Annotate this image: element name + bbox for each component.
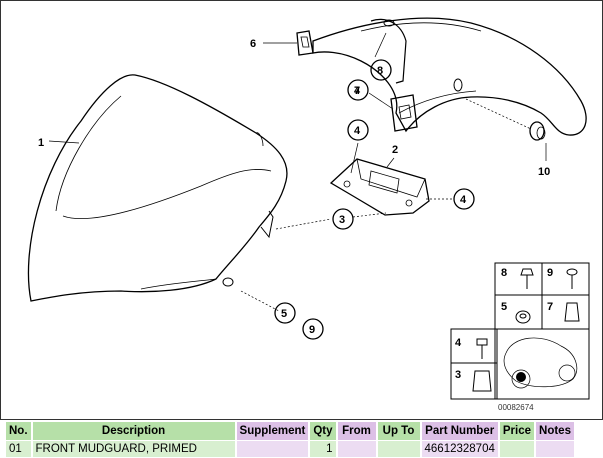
- cell-price: [499, 441, 535, 457]
- cell-qty: 1: [310, 441, 336, 457]
- diagram-reference-code: 00082674: [498, 403, 534, 412]
- header-part-number: Part Number: [421, 422, 498, 440]
- cell-description: FRONT MUDGUARD, PRIMED: [32, 441, 235, 457]
- hardware-inset: [450, 262, 590, 400]
- mudguard-bracket-2: [329, 158, 430, 216]
- callout-10: 10: [538, 166, 550, 178]
- callout-4a: 4: [354, 125, 361, 137]
- callout-9: 9: [309, 324, 315, 336]
- header-up-to: Up To: [377, 422, 420, 440]
- inset-label-8: 8: [501, 267, 507, 279]
- header-qty: Qty: [310, 422, 336, 440]
- callout-4b: 4: [460, 194, 467, 206]
- cell-notes: [536, 441, 574, 457]
- cell-part-number: 46612328704: [421, 441, 498, 457]
- table-row: 01 FRONT MUDGUARD, PRIMED 1 46612328704: [6, 441, 574, 457]
- front-mudguard-shell: [27, 74, 288, 302]
- callout-2: 2: [392, 144, 398, 156]
- callout-3: 3: [339, 214, 345, 226]
- inset-label-3: 3: [455, 369, 461, 381]
- callout-5: 5: [281, 308, 287, 320]
- cell-no: 01: [6, 441, 31, 457]
- parts-table: No. Description Supplement Qty From Up T…: [4, 421, 576, 458]
- header-price: Price: [499, 422, 535, 440]
- grommet-10: [529, 121, 546, 141]
- cell-up-to: [377, 441, 420, 457]
- cell-supplement: [236, 441, 309, 457]
- inset-label-7: 7: [547, 301, 553, 313]
- inset-label-4: 4: [455, 337, 462, 349]
- callout-1: 1: [38, 137, 44, 149]
- table-header-row: No. Description Supplement Qty From Up T…: [6, 422, 574, 440]
- cell-from: [337, 441, 376, 457]
- header-no: No.: [6, 422, 31, 440]
- mount-bracket-7: [390, 94, 418, 132]
- rear-mudguard: [312, 17, 587, 136]
- mount-bracket-6: [296, 18, 407, 84]
- parts-diagram: 1 2 3 4 4 4 5 6 7 8 9 10 8 9: [0, 0, 603, 420]
- inset-label-5: 5: [501, 301, 507, 313]
- header-supplement: Supplement: [236, 422, 309, 440]
- header-from: From: [337, 422, 376, 440]
- callout-6: 6: [250, 38, 256, 50]
- header-description: Description: [32, 422, 235, 440]
- callout-4c: 4: [354, 85, 361, 97]
- location-marker: [516, 372, 526, 382]
- callout-8: 8: [377, 65, 383, 77]
- inset-label-9: 9: [547, 267, 553, 279]
- header-notes: Notes: [536, 422, 574, 440]
- callout-7: 7: [354, 85, 360, 97]
